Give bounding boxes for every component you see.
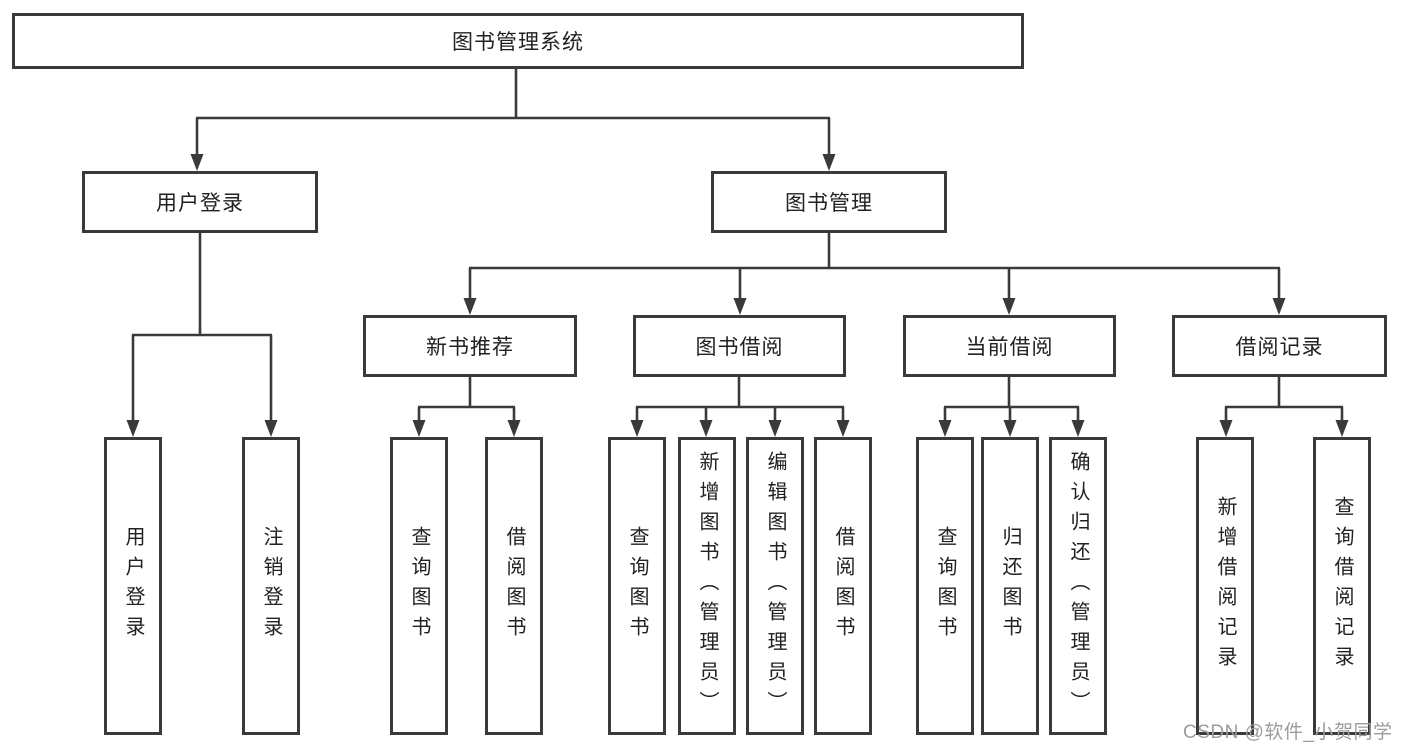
arrow-icon [463,298,477,315]
node-current-borrowing: 当前借阅 [903,315,1116,377]
arrow-icon [733,298,747,315]
leaf-login-user-login: 用户登录 [104,437,162,735]
node-label: 用户登录 [156,192,244,215]
arrow-icon [822,154,836,171]
arrow-icon [1071,420,1085,437]
arrow-icon [1219,420,1233,437]
arrow-icon [1003,420,1017,437]
leaf-label: 查询图书 [934,526,956,646]
node-label: 图书管理 [785,192,873,215]
leaf-borrowing-query-books: 查询图书 [608,437,666,735]
arrow-icon [938,420,952,437]
leaf-records-query-record: 查询借阅记录 [1313,437,1371,735]
arrow-icon [507,420,521,437]
leaf-current-query-books: 查询图书 [916,437,974,735]
leaf-label: 查询借阅记录 [1331,496,1353,676]
node-book-borrowing: 图书借阅 [633,315,846,377]
leaf-borrowing-edit-books-admin: 编辑图书（管理员） [746,437,804,735]
leaf-borrowing-add-books-admin: 新增图书（管理员） [678,437,736,735]
csdn-watermark: CSDN @软件_小贺同学 [1183,722,1393,743]
arrow-icon [630,420,644,437]
node-label: 图书管理系统 [452,31,584,54]
arrow-icon [1002,298,1016,315]
leaf-label: 确认归还（管理员） [1067,451,1089,721]
leaf-current-confirm-return-admin: 确认归还（管理员） [1049,437,1107,735]
node-user-login: 用户登录 [82,171,318,233]
leaf-label: 查询图书 [408,526,430,646]
leaf-label: 注销登录 [260,526,282,646]
leaf-label: 归还图书 [999,526,1021,646]
leaf-label: 用户登录 [122,526,144,646]
leaf-login-logout: 注销登录 [242,437,300,735]
leaf-borrowing-borrow-books: 借阅图书 [814,437,872,735]
arrow-icon [699,420,713,437]
arrow-icon [264,420,278,437]
arrow-icon [1335,420,1349,437]
leaf-label: 查询图书 [626,526,648,646]
node-label: 借阅记录 [1235,336,1324,359]
arrow-icon [1272,298,1286,315]
node-root-system: 图书管理系统 [12,13,1024,69]
leaf-recommend-borrow-books: 借阅图书 [485,437,543,735]
leaf-recommend-query-books: 查询图书 [390,437,448,735]
leaf-label: 借阅图书 [503,526,525,646]
arrow-icon [126,420,140,437]
leaf-label: 新增借阅记录 [1214,496,1236,676]
arrow-icon [836,420,850,437]
leaf-label: 新增图书（管理员） [696,451,718,721]
node-label: 新书推荐 [426,336,514,359]
node-borrowing-records: 借阅记录 [1172,315,1387,377]
arrow-icon [412,420,426,437]
leaf-label: 编辑图书（管理员） [764,451,786,721]
leaf-records-add-record: 新增借阅记录 [1196,437,1254,735]
leaf-current-return-books: 归还图书 [981,437,1039,735]
node-new-book-recommend: 新书推荐 [363,315,577,377]
leaf-label: 借阅图书 [832,526,854,646]
arrow-icon [768,420,782,437]
node-label: 图书借阅 [695,336,784,359]
node-book-management: 图书管理 [711,171,947,233]
arrow-icon [190,154,204,171]
node-label: 当前借阅 [965,336,1054,359]
